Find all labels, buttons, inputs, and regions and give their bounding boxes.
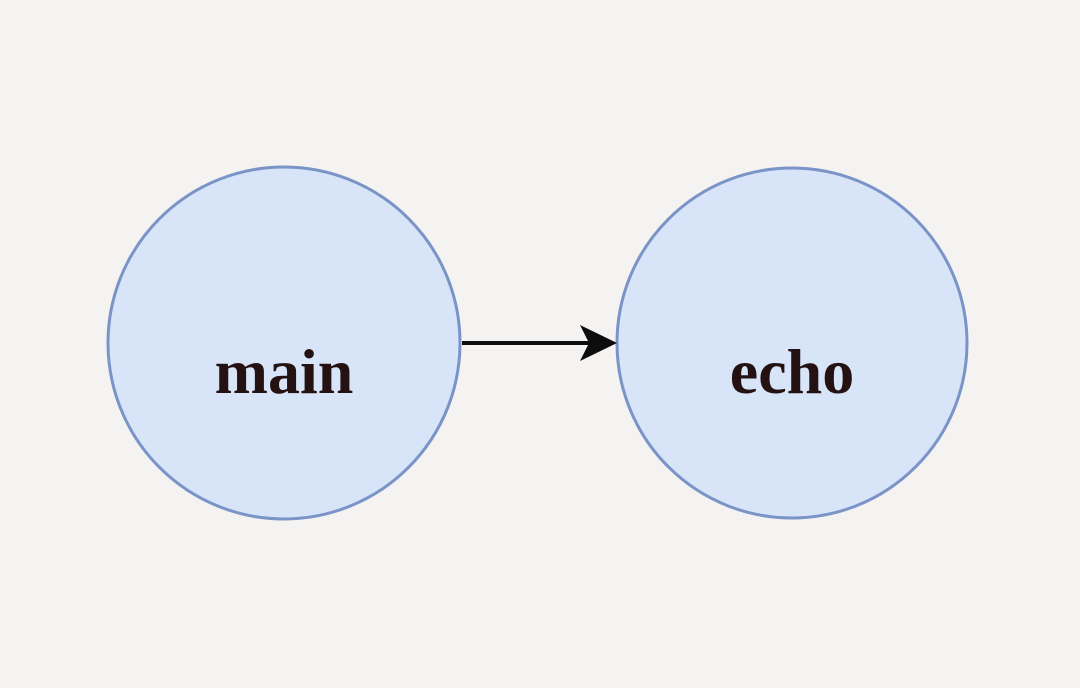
node-main: main [106, 165, 462, 521]
node-main-circle [106, 165, 462, 521]
edge-main-to-echo [462, 325, 617, 361]
node-echo: echo [615, 166, 969, 520]
arrowhead-icon [580, 325, 617, 361]
node-main-label: main [215, 336, 354, 407]
node-echo-label: echo [730, 336, 854, 407]
